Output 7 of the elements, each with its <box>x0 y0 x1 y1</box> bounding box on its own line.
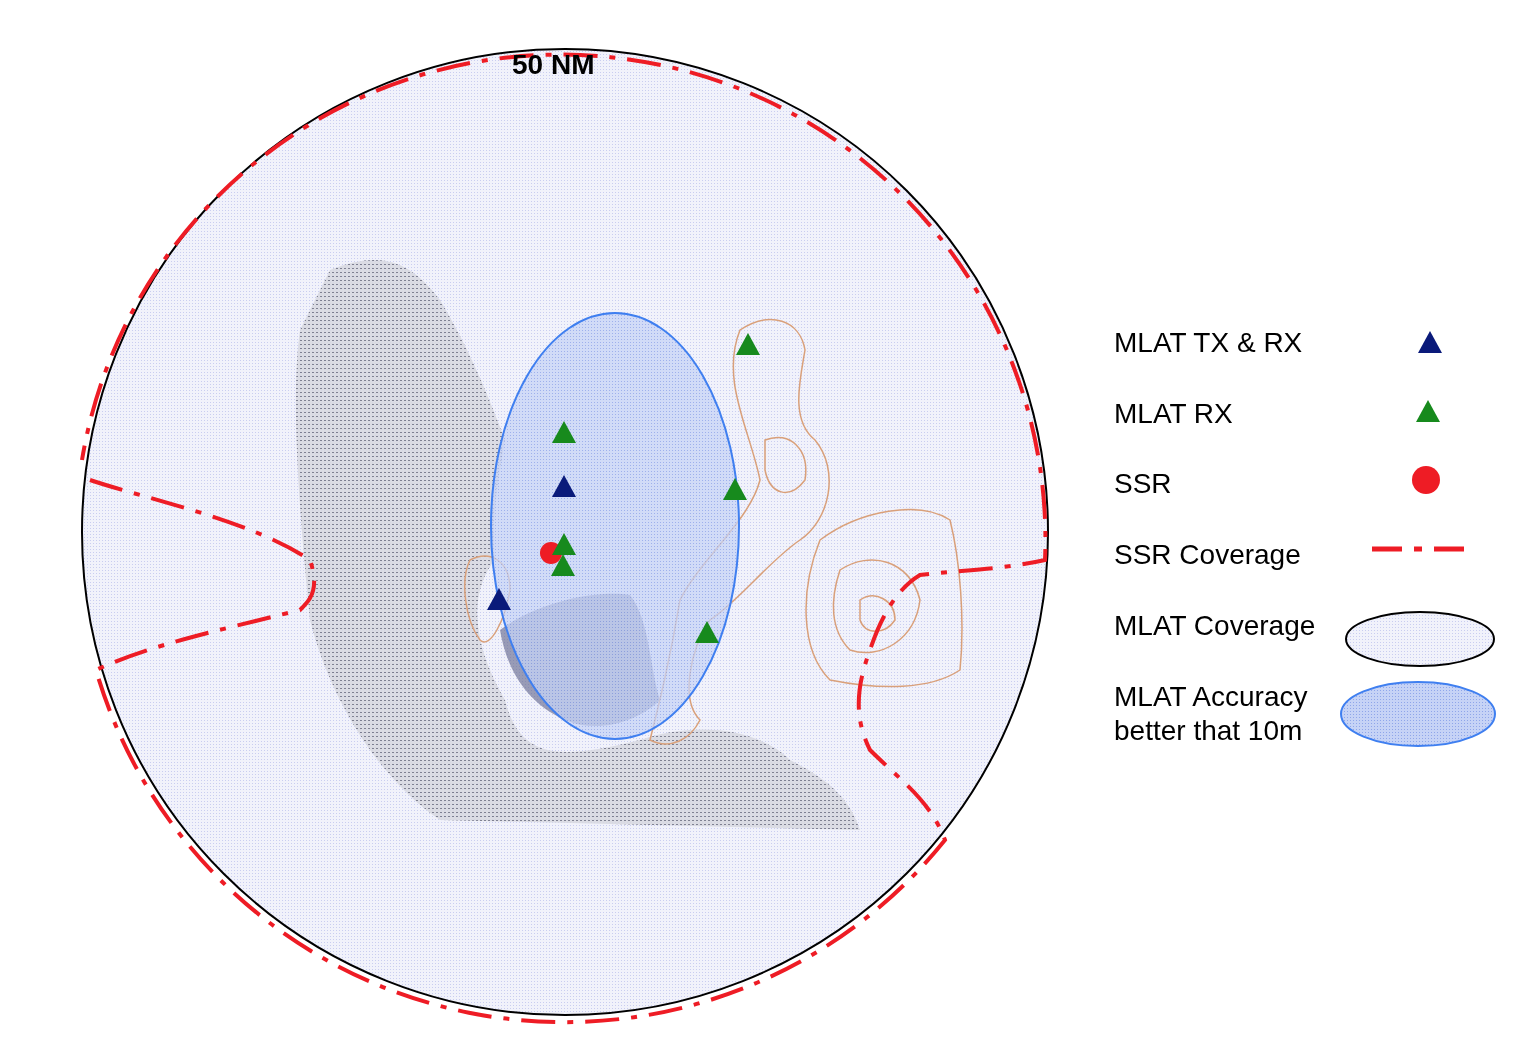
legend-label: SSR <box>1114 467 1173 501</box>
legend-label: MLAT TX & RX <box>1114 326 1304 360</box>
legend-label: MLAT Accuracy better that 10m <box>1114 680 1309 748</box>
legend-label: MLAT Coverage <box>1114 609 1317 643</box>
distance-label: 50 NM <box>512 48 595 82</box>
legend-label: MLAT RX <box>1114 397 1234 431</box>
legend-label: SSR Coverage <box>1114 538 1302 572</box>
